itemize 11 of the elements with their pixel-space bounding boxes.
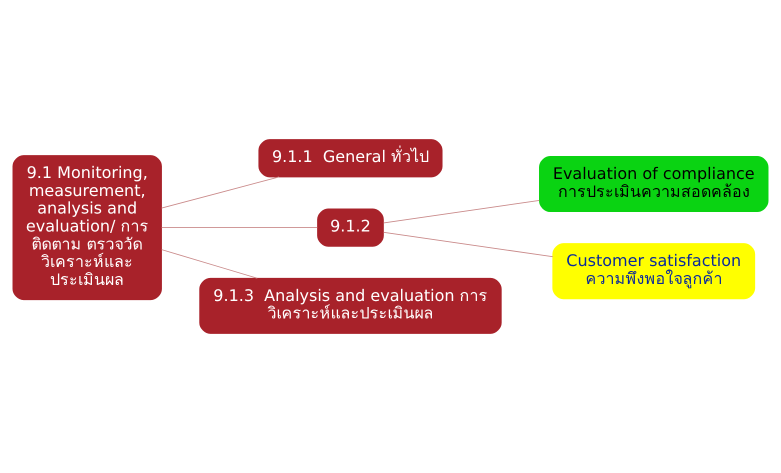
- connector: [383, 232, 554, 258]
- connector: [161, 249, 258, 279]
- connector: [161, 176, 280, 209]
- node-box: 9.1.3 Analysis and evaluation การ วิเคราะห์และประเมินผล: [199, 278, 502, 334]
- node-box: Customer satisfaction ความพึงพอใจลูกค้า: [552, 243, 756, 300]
- connector: [383, 200, 540, 224]
- node-box: 9.1 Monitoring, measurement, analysis and evaluation/ การ ติดตาม ตรวจวัด วิเคราะห์และ ประเมินผล: [12, 155, 162, 300]
- connector: [161, 227, 318, 228]
- node-box: 9.1.2: [317, 208, 384, 247]
- node-box: 9.1.1 General ทั่วไป: [258, 139, 443, 178]
- node-box: Evaluation of compliance การประเมินความสอดคล้อง: [539, 156, 768, 212]
